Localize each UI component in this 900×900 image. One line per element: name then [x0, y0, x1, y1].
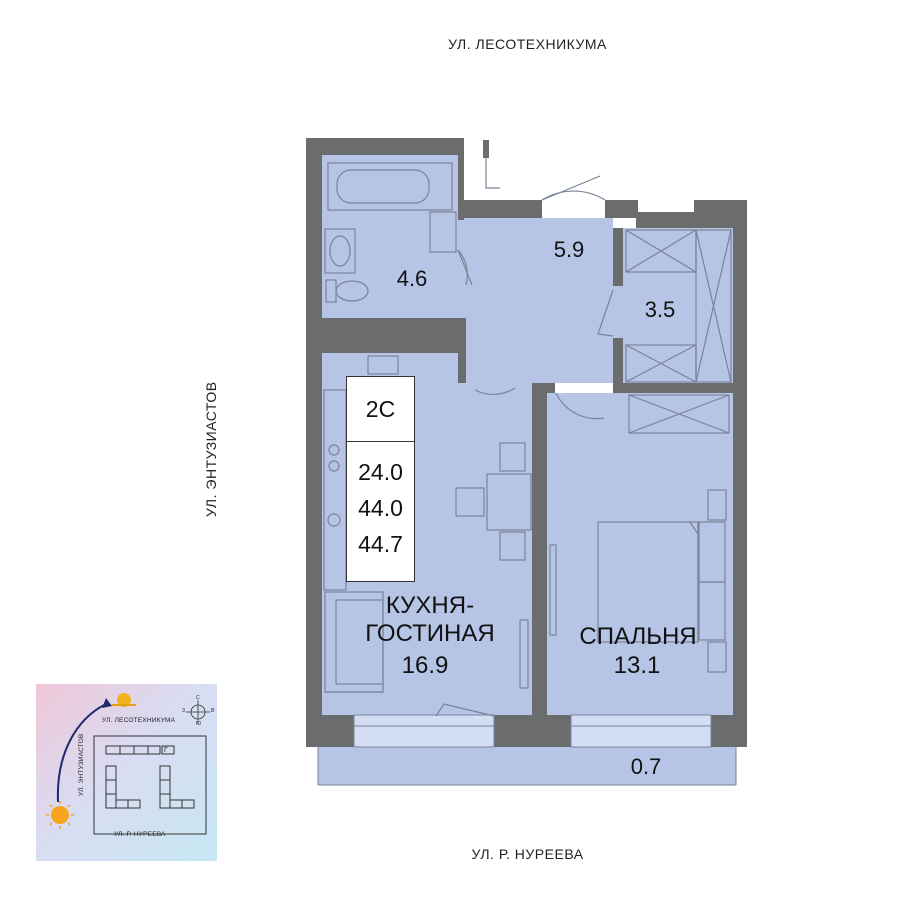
wall — [605, 200, 638, 218]
door — [485, 158, 500, 189]
site-outline — [93, 735, 207, 835]
wall — [458, 138, 464, 220]
dining-table — [486, 473, 532, 531]
street-label-top: УЛ. ЛЕСОТЕХНИКУМА — [448, 36, 607, 52]
apartment-info-card: 2С 24.0 44.0 44.7 — [346, 376, 415, 582]
desk — [549, 544, 557, 636]
bathroom-area: 4.6 — [396, 266, 428, 291]
kitchen-living-area: 16.9 — [401, 652, 449, 679]
door-swing — [555, 392, 605, 420]
wall — [306, 318, 464, 353]
door-swing — [457, 249, 473, 286]
closet-door — [597, 289, 614, 337]
apartment-areas: 24.0 44.0 44.7 — [347, 442, 414, 562]
wall — [711, 715, 747, 747]
wall — [532, 383, 555, 393]
living-area: 24.0 — [358, 459, 403, 485]
dresser — [698, 581, 726, 641]
chair — [499, 442, 526, 472]
minimap-section-mark: Г — [164, 747, 168, 754]
wardrobe — [628, 394, 730, 434]
sun-path-arrow — [56, 703, 107, 803]
wall — [494, 715, 571, 747]
wall — [458, 200, 542, 218]
wall — [613, 338, 623, 390]
sun-icon — [112, 693, 136, 707]
apartment-type: 2С — [347, 377, 414, 442]
bedroom-area: 13.1 — [613, 652, 661, 679]
total-area: 44.0 — [358, 495, 403, 521]
wall — [613, 383, 733, 393]
bathtub-inner — [336, 169, 430, 204]
closet-area: 3.5 — [644, 297, 676, 322]
balcony-door — [435, 703, 495, 717]
nightstand — [707, 641, 727, 673]
burner — [328, 444, 340, 456]
wall — [458, 318, 466, 383]
compass-icon — [186, 700, 210, 724]
walls — [306, 138, 747, 747]
toilet-bowl — [335, 280, 369, 302]
minimap-street-left: УЛ. ЭНТУЗИАСТОВ — [78, 733, 85, 796]
window — [353, 714, 495, 748]
wardrobe — [695, 229, 732, 383]
wardrobe — [625, 344, 697, 383]
site-minimap: УЛ. ЛЕСОТЕХНИКУМА УЛ. Р. НУРЕЕВА УЛ. ЭНТ… — [36, 684, 217, 861]
sun-icon — [46, 801, 74, 829]
bed-pillow — [689, 521, 699, 642]
wall — [532, 393, 547, 747]
compass-north: С — [196, 695, 200, 701]
window — [570, 714, 712, 748]
washbasin — [324, 228, 356, 274]
compass-east: В — [211, 708, 215, 714]
street-label-bottom: УЛ. Р. НУРЕЕВА — [471, 846, 584, 862]
total-area-with-balcony: 44.7 — [358, 531, 403, 557]
compass-south: Ю — [196, 721, 202, 727]
wall — [483, 140, 489, 158]
window-lines — [317, 725, 737, 786]
chair — [499, 531, 526, 561]
hall-area: 5.9 — [553, 237, 585, 262]
windows — [353, 714, 712, 748]
wall — [306, 138, 322, 747]
balcony-floor — [318, 747, 736, 785]
compass-west: З — [182, 708, 186, 714]
tv-unit — [519, 619, 529, 689]
wall — [613, 228, 623, 286]
hood — [367, 355, 399, 375]
sofa-seat — [335, 599, 384, 685]
bathroom-floor — [322, 155, 458, 318]
minimap-drawing — [46, 693, 210, 835]
sink-bowl — [327, 513, 341, 527]
wall — [733, 200, 747, 747]
wall — [306, 138, 464, 155]
bedroom-name: СПАЛЬНЯ — [579, 623, 697, 650]
minimap-street-bottom: УЛ. Р. НУРЕЕВА — [114, 831, 166, 838]
entrance-door — [541, 175, 606, 201]
balcony-area: 0.7 — [630, 754, 662, 779]
door-swing — [474, 387, 516, 395]
wall — [306, 715, 354, 747]
bedroom-floor — [547, 393, 733, 715]
burner — [328, 460, 340, 472]
washbasin-bowl — [329, 235, 351, 267]
kitchen-living-name: КУХНЯ- ГОСТИНАЯ — [365, 592, 495, 647]
bathtub — [327, 162, 453, 211]
wall — [636, 212, 696, 228]
chair — [455, 487, 485, 517]
washer — [429, 211, 457, 253]
minimap-street-top: УЛ. ЛЕСОТЕХНИКУМА — [102, 717, 176, 724]
arrow-head — [102, 698, 112, 708]
nightstand — [707, 489, 727, 521]
